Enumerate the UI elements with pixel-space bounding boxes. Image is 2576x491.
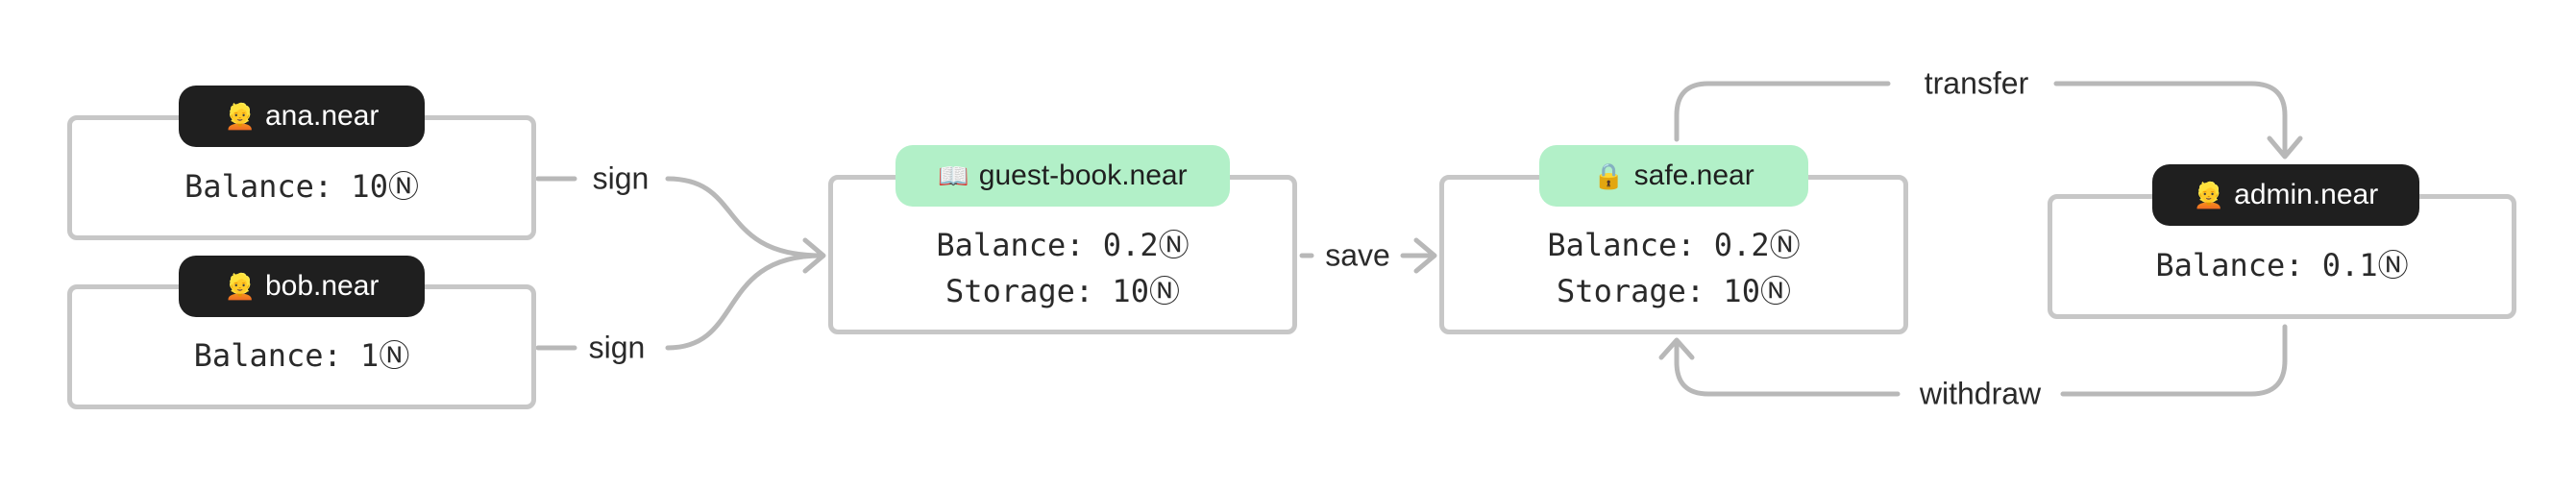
person-icon: 👱 (224, 102, 256, 131)
edge-withdraw-path (1674, 324, 2288, 397)
balance-text: Balance: 0.2Ⓝ (1547, 227, 1801, 263)
edge-label-bob-sign: sign (578, 330, 655, 366)
account-name: ana.near (264, 100, 380, 132)
person-icon: 👱 (2193, 181, 2225, 209)
edge-label-withdraw: withdraw (1909, 376, 2051, 412)
contract-name: guest-book.near (978, 160, 1188, 191)
account-node-ana: Balance: 10Ⓝ (67, 115, 536, 240)
contract-name: safe.near (1633, 160, 1754, 191)
contract-pill-safe: 🔒 safe.near (1539, 145, 1808, 207)
lock-icon: 🔒 (1593, 161, 1625, 190)
account-pill-ana: 👱 ana.near (179, 86, 425, 147)
edge-transfer-arrowhead (2267, 135, 2303, 160)
balance-text: Balance: 10Ⓝ (184, 168, 419, 205)
edge-label-transfer: transfer (1914, 65, 2039, 102)
storage-text: Storage: 10Ⓝ (945, 273, 1180, 309)
balance-text: Balance: 0.1Ⓝ (2155, 247, 2409, 283)
account-pill-admin: 👱 admin.near (2152, 164, 2419, 226)
edge-label-save: save (1315, 237, 1400, 274)
edge-safe-arrowhead (1413, 237, 1437, 274)
account-pill-bob: 👱 bob.near (179, 256, 425, 317)
account-name: admin.near (2234, 179, 2379, 210)
person-icon: 👱 (224, 272, 256, 301)
edge-withdraw-arrowhead (1658, 337, 1695, 360)
edge-ana-sign-curve (665, 176, 824, 258)
balance-text: Balance: 1Ⓝ (193, 337, 410, 374)
balance-text: Balance: 0.2Ⓝ (936, 227, 1190, 263)
edge-guestbook-arrowhead (802, 237, 826, 274)
account-name: bob.near (264, 270, 380, 302)
edge-bob-sign-curve (665, 253, 824, 351)
edge-label-ana-sign: sign (582, 160, 659, 197)
edge-transfer-path (1674, 81, 2288, 159)
storage-text: Storage: 10Ⓝ (1557, 273, 1791, 309)
contract-pill-guestbook: 📖 guest-book.near (895, 145, 1230, 207)
book-icon: 📖 (938, 161, 969, 190)
